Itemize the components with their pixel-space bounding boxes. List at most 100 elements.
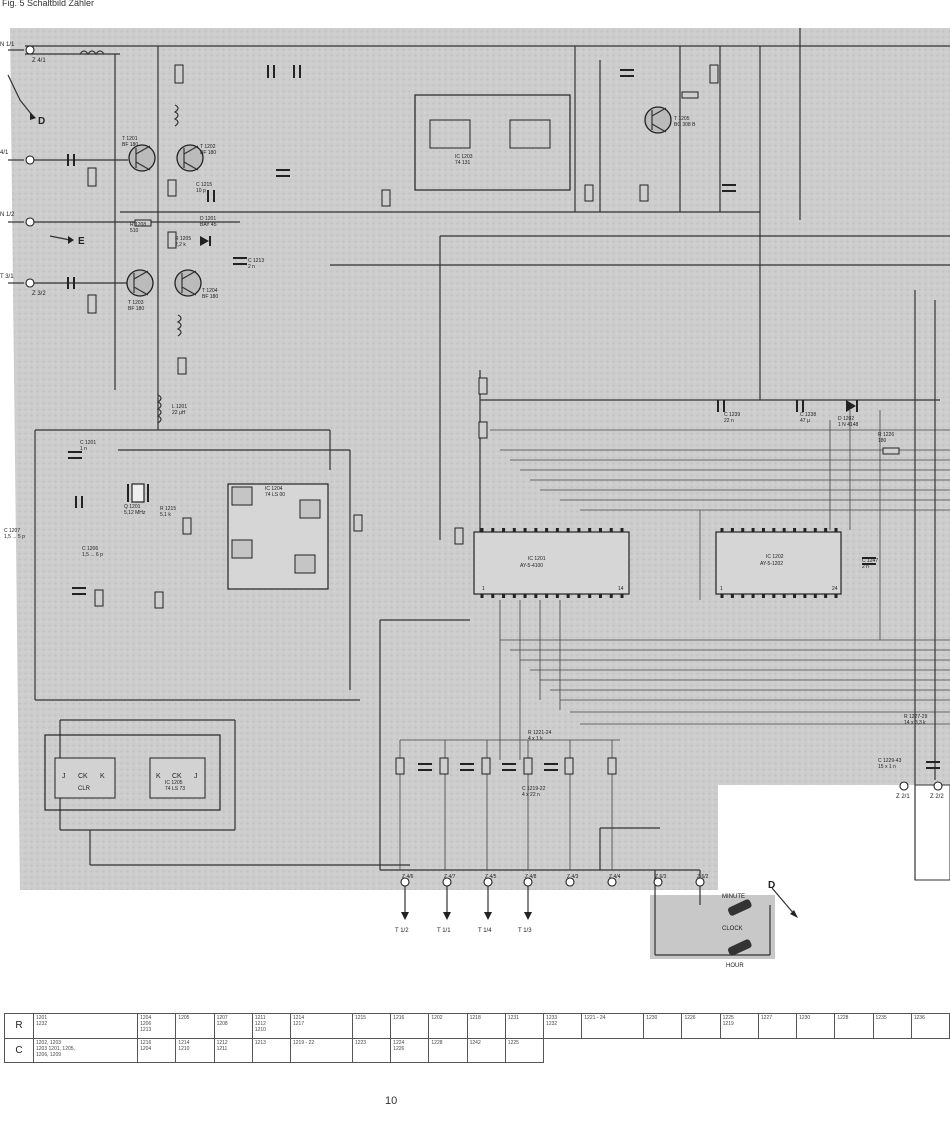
terminal-z48: Z 4/8 xyxy=(525,874,537,880)
input-label-z41: Z 4/1 xyxy=(32,58,46,64)
ic1204-type: 74 LS 00 xyxy=(265,492,285,498)
terminal-z62: Z 6/2 xyxy=(697,874,709,880)
d1201-ref: D 1201 xyxy=(200,216,216,222)
ff-left-clr: CLR xyxy=(78,786,91,792)
parts-table-cell: 1223 xyxy=(351,1037,392,1063)
ic-pin xyxy=(620,528,624,532)
parts-table-cell-text: 1242 xyxy=(469,1039,481,1046)
ic-pin xyxy=(782,594,786,598)
parts-table-cell: 1214 1210 xyxy=(175,1037,215,1063)
parts-table-cell-text: 1230 xyxy=(646,1015,658,1021)
parts-table-cell: 1236 xyxy=(910,1013,950,1039)
ff-left-k: K xyxy=(100,773,105,780)
ic-pin xyxy=(588,594,592,598)
ic1201-ref: IC 1201 xyxy=(528,556,546,562)
c1213-ref: C 1213 xyxy=(248,258,264,264)
ic1205-type: 74 LS 73 xyxy=(165,786,185,792)
ic-pin xyxy=(512,528,516,532)
parts-table-cell-text: 1204 1206 1213 xyxy=(140,1015,152,1033)
parts-table-cell: 1207 1208 xyxy=(213,1013,253,1039)
c1239-value: 22 n xyxy=(724,418,734,424)
ic-pin xyxy=(577,594,581,598)
ic-pin xyxy=(566,594,570,598)
c1206-ref: C 1206 xyxy=(82,546,98,552)
data-bus xyxy=(399,410,950,870)
input-label-t31: T 3/1 xyxy=(0,274,14,280)
ic-pin xyxy=(598,594,602,598)
ic-pin xyxy=(545,528,549,532)
ic-pin xyxy=(491,594,495,598)
ic1203-type: 74 131 xyxy=(455,160,471,166)
parts-table-cell: 1225 1219 xyxy=(719,1013,759,1039)
ic-pin xyxy=(803,594,807,598)
ic1202-pin-1: 1 xyxy=(720,586,723,592)
c1213-value: 2 n xyxy=(248,264,255,270)
parts-table-cell-text: 1224 1226 xyxy=(393,1039,405,1052)
parts-table-row-label: R xyxy=(4,1013,34,1039)
parts-table-cell: 1214 1217 xyxy=(290,1013,353,1039)
parts-table-cell-text: 1211 1212 1210 xyxy=(254,1015,266,1033)
marker-e: E xyxy=(78,236,85,247)
parts-table-cell: 1235 xyxy=(872,1013,912,1039)
ic-pin xyxy=(793,594,797,598)
clock-switch-panel xyxy=(650,895,775,959)
parts-table-cell-text: 1213 xyxy=(254,1039,266,1046)
l1201-value: 22 µH xyxy=(172,410,186,416)
ic-pin xyxy=(782,528,786,532)
d1202-ref: D 1202 xyxy=(838,416,854,422)
coil-l1201-vertical xyxy=(156,394,162,424)
ic-pin xyxy=(555,594,559,598)
ic-pin xyxy=(730,528,734,532)
c1219-value: 4 x 22 n xyxy=(522,792,540,798)
diode-d1201 xyxy=(200,236,211,246)
input-label-41: 4/1 xyxy=(0,150,9,156)
bottom-terminal-posts xyxy=(400,781,943,920)
ic1202-pin-24: 24 xyxy=(832,586,838,592)
clock-pushbuttons xyxy=(727,887,798,956)
parts-table-cell: 1211 1212 1210 xyxy=(251,1013,292,1039)
transistor-t1203 xyxy=(126,269,154,297)
switch-hour-label: HOUR xyxy=(726,963,744,969)
labels: N 1/1 Z 4/1 4/1 N 1/2 T 3/1 Z 3/2 D E D … xyxy=(0,42,944,969)
parts-table-cell: 1202 xyxy=(428,1013,468,1039)
ic1204-ref: IC 1204 xyxy=(265,486,283,492)
parts-table-cell-text: 1228 xyxy=(431,1039,443,1046)
parts-table-cell: 1230 xyxy=(796,1013,836,1039)
parts-table-cell-text: 1227 xyxy=(760,1015,772,1021)
t1203-type: BF 180 xyxy=(128,306,144,312)
c1207-value: 1,5 ... 5 p xyxy=(4,534,25,540)
switch-clock-label: CLOCK xyxy=(722,926,743,932)
parts-table-cell-text: 1226 xyxy=(684,1015,696,1021)
marker-d-left: D xyxy=(38,116,45,127)
ic-pin xyxy=(803,528,807,532)
c1219-ref: C 1219-22 xyxy=(522,786,546,792)
parts-table-cell-text: 1236 xyxy=(913,1015,925,1021)
parts-table-cell: 1219 - 22 xyxy=(290,1037,353,1063)
ic-pin xyxy=(491,528,495,532)
ff-left-box xyxy=(54,757,116,799)
parts-table-cell-text: 1228 xyxy=(837,1015,849,1021)
parts-table-cell-text: 1201 1232 xyxy=(36,1015,48,1027)
ff-right-k: K xyxy=(156,773,161,780)
ic-pin xyxy=(824,594,828,598)
ic-pin xyxy=(523,528,527,532)
input-label-n12: N 1/2 xyxy=(0,212,15,218)
ic-pin xyxy=(772,594,776,598)
ic-pin xyxy=(523,594,527,598)
ic-pin xyxy=(502,594,506,598)
crystal-q1201 xyxy=(127,483,149,503)
parts-table-cell-text: 1231 xyxy=(507,1015,519,1021)
r1205-ref: R 1205 xyxy=(175,236,191,242)
r1226-ref: R 1226 xyxy=(878,432,894,438)
parts-table-cell-text: 1218 xyxy=(469,1015,481,1021)
coil-l1201 xyxy=(79,50,105,56)
q1201-ref: Q 1201 xyxy=(124,504,141,510)
c1247-value: 2 n xyxy=(862,564,869,570)
ic-pin xyxy=(566,528,570,532)
parts-table-cell: 1225 xyxy=(504,1037,545,1063)
c1201-ref: C 1201 xyxy=(80,440,96,446)
c1238-ref: C 1238 xyxy=(800,412,816,418)
c1215-ref: C 1215 xyxy=(196,182,212,188)
